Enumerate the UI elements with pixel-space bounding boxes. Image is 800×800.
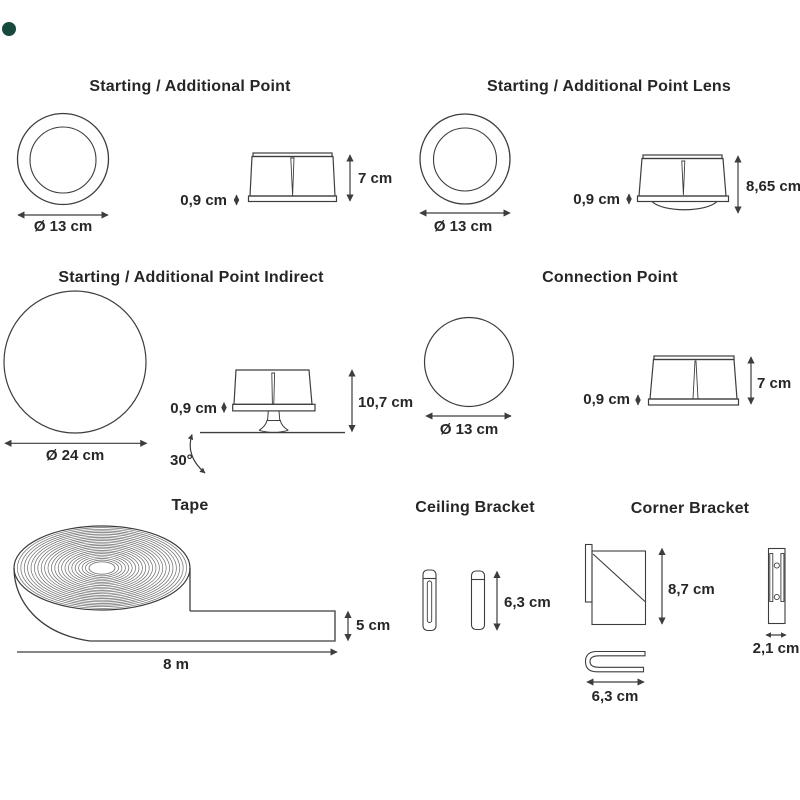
dim-indirect-angle: 30°: [170, 452, 193, 469]
section-title-starting-point-lens: Starting / Additional Point Lens: [486, 78, 732, 95]
connection-point-side-view: [647, 355, 740, 406]
starting-point-indirect-dimension-lines: [4, 369, 356, 474]
corner-bracket-side-view: [767, 547, 786, 625]
dim-connection-diameter: Ø 13 cm: [439, 421, 499, 438]
dim-corner-bracket-height: 8,7 cm: [668, 581, 715, 598]
dim-indirect-height: 10,7 cm: [358, 394, 414, 411]
starting-point-dimension-lines: [17, 154, 354, 219]
starting-point-side-view: [247, 152, 338, 203]
connection-point-dimension-lines: [425, 356, 755, 420]
corner-bracket-dimension-lines: [586, 547, 787, 686]
dim-connection-thickness: 0,9 cm: [583, 391, 630, 408]
section-title-starting-point-indirect: Starting / Additional Point Indirect: [58, 269, 324, 286]
starting-point-lens-top-view: [419, 113, 511, 205]
dim-tape-width: 5 cm: [356, 617, 391, 634]
starting-point-lens-dimension-lines: [419, 155, 742, 217]
starting-point-top-view: [16, 112, 110, 206]
dim-lens-diameter: Ø 13 cm: [433, 218, 493, 235]
corner-bracket-front-view: [584, 543, 647, 626]
section-title-starting-point: Starting / Additional Point: [89, 78, 291, 95]
ceiling-bracket-drawing: [422, 569, 486, 632]
brand-dot: [2, 22, 16, 36]
starting-point-indirect-side-view: [200, 369, 345, 434]
dim-lens-thickness: 0,9 cm: [573, 191, 620, 208]
corner-bracket-bottom-view: [584, 650, 646, 673]
connection-point-top-view: [423, 316, 515, 408]
dim-connection-height: 7 cm: [757, 375, 792, 392]
dim-lens-height: 8,65 cm: [746, 178, 800, 195]
starting-point-indirect-top-view: [3, 290, 147, 434]
dim-indirect-diameter: Ø 24 cm: [45, 447, 105, 464]
dim-starting-point-diameter: Ø 13 cm: [33, 218, 93, 235]
dim-indirect-thickness: 0,9 cm: [170, 400, 217, 417]
starting-point-lens-side-view: [636, 154, 730, 211]
section-title-ceiling-bracket: Ceiling Bracket: [415, 499, 535, 516]
dim-starting-point-height: 7 cm: [358, 170, 393, 187]
dim-starting-point-thickness: 0,9 cm: [180, 192, 227, 209]
dim-corner-bracket-width: 6,3 cm: [591, 688, 639, 705]
tape-dimension-lines: [17, 610, 352, 656]
tape-drawing: [13, 525, 336, 642]
section-title-tape: Tape: [171, 497, 209, 514]
dim-ceiling-bracket-height: 6,3 cm: [504, 594, 551, 611]
section-title-connection-point: Connection Point: [542, 269, 678, 286]
dim-corner-bracket-depth: 2,1 cm: [752, 640, 800, 657]
dim-tape-length: 8 m: [163, 656, 189, 673]
section-title-corner-bracket: Corner Bracket: [630, 500, 750, 517]
